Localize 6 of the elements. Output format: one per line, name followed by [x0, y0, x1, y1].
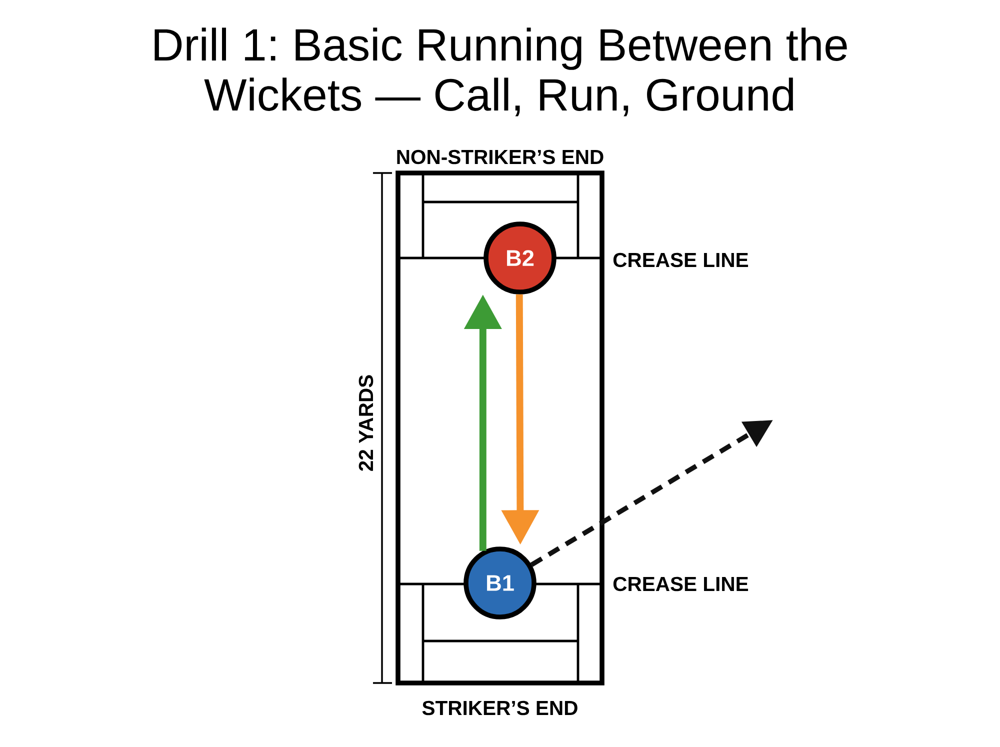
dimension-label: 22 YARDS — [358, 375, 374, 471]
crease-label: CREASE LINE — [613, 576, 748, 592]
end-label: NON-STRIKER’S END — [397, 150, 604, 164]
crease-label: CREASE LINE — [613, 252, 748, 268]
title: Drill 1: Basic Running Between the Wickets — Call, Run, Ground — [154, 28, 847, 116]
end-label: STRIKER’S END — [422, 700, 578, 716]
